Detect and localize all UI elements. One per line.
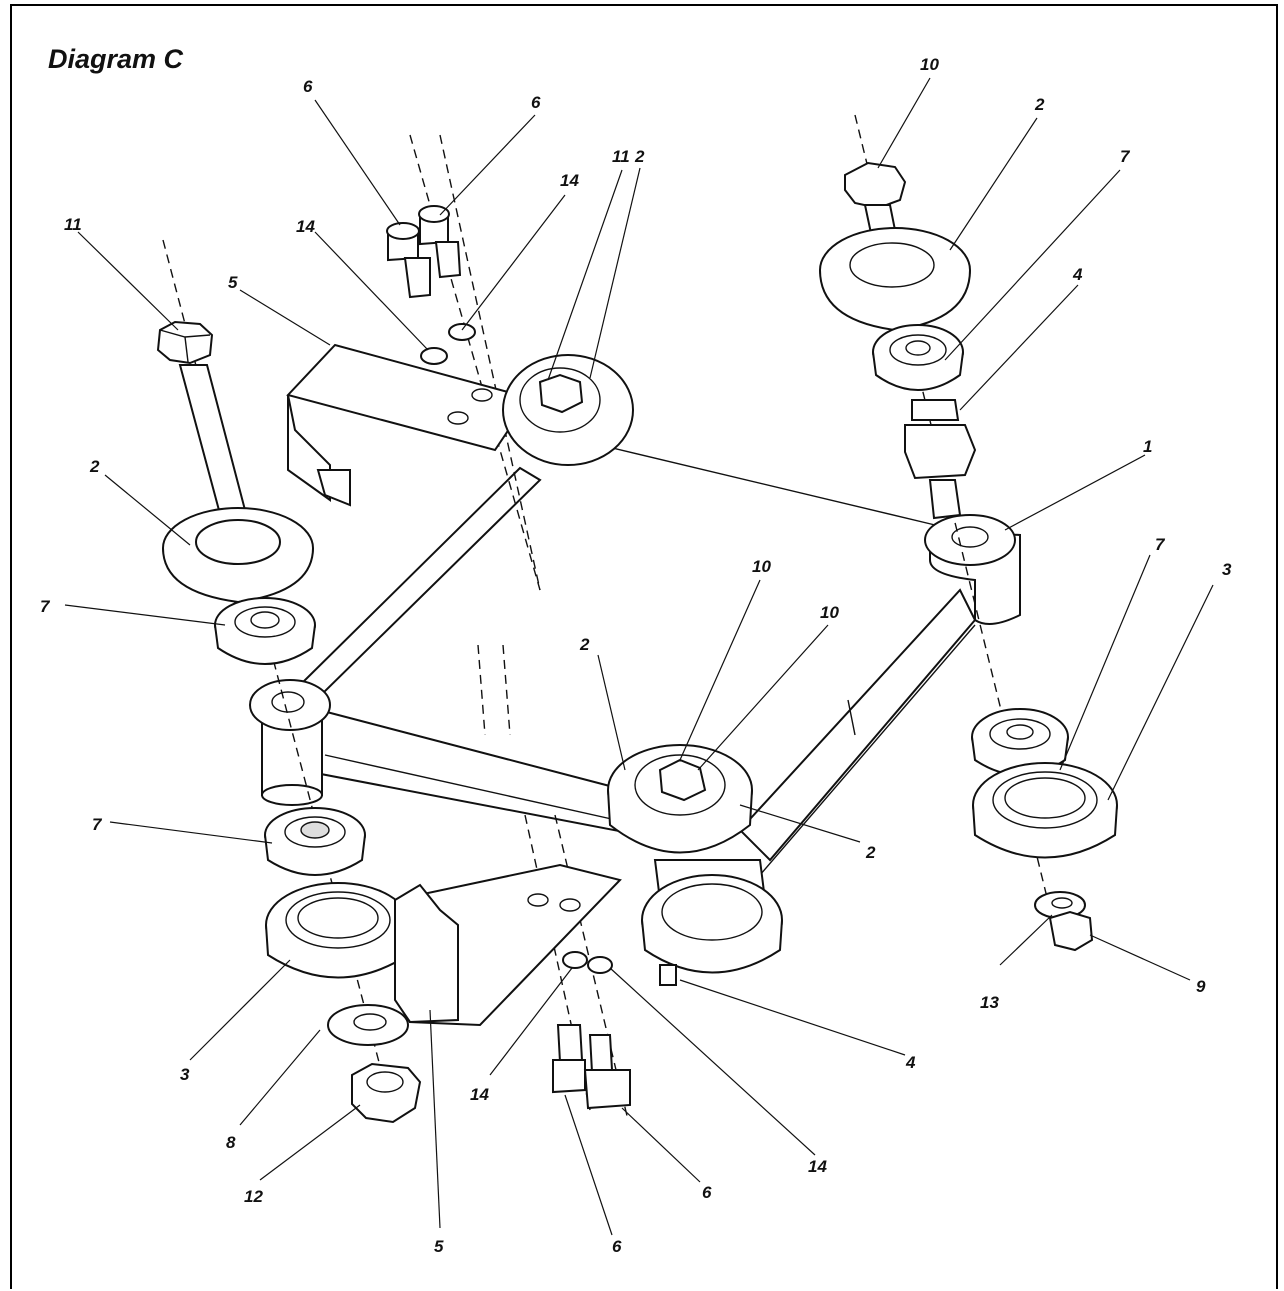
callout-7: 7	[40, 597, 51, 616]
callout-10: 10	[820, 603, 839, 622]
callout-11: 11	[64, 215, 82, 234]
callout-6: 6	[303, 77, 313, 96]
callout-numbers: 11 5 2 7 7 3 8 12 6 6 14 14 11 2 10 2 7 …	[40, 55, 1232, 1256]
callout-11: 11	[612, 147, 630, 166]
callout-2: 2	[579, 635, 590, 654]
callout-2: 2	[89, 457, 100, 476]
callout-10: 10	[920, 55, 939, 74]
callout-14: 14	[470, 1085, 489, 1104]
callout-13: 13	[980, 993, 999, 1012]
right-stack	[819, 161, 1118, 952]
upper-bracket	[286, 205, 634, 507]
callout-2: 2	[634, 147, 645, 166]
callout-4: 4	[1072, 265, 1083, 284]
left-stack	[156, 320, 422, 1124]
callout-3: 3	[1222, 560, 1232, 579]
callout-9: 9	[1196, 977, 1206, 996]
callout-2: 2	[865, 843, 876, 862]
center-roller	[607, 744, 783, 986]
callout-7: 7	[92, 815, 103, 834]
callout-10: 10	[752, 557, 771, 576]
callout-5: 5	[228, 273, 238, 292]
callout-7: 7	[1155, 535, 1166, 554]
callout-5: 5	[434, 1237, 444, 1256]
callout-8: 8	[226, 1133, 236, 1152]
callout-6: 6	[702, 1183, 712, 1202]
callout-6: 6	[531, 93, 541, 112]
callout-4: 4	[905, 1053, 916, 1072]
callout-1: 1	[1143, 437, 1152, 456]
callout-14: 14	[296, 217, 315, 236]
leader-lines	[64, 77, 1214, 1236]
callout-3: 3	[180, 1065, 190, 1084]
diagram-frame	[10, 4, 1278, 1289]
callout-12: 12	[244, 1187, 263, 1206]
carriage-frame	[249, 444, 1021, 876]
diagram-title: Diagram C	[48, 44, 184, 74]
callout-14: 14	[808, 1157, 827, 1176]
callout-6: 6	[612, 1237, 622, 1256]
callout-2: 2	[1034, 95, 1045, 114]
callout-14: 14	[560, 171, 579, 190]
lower-bracket	[393, 863, 631, 1110]
callout-7: 7	[1120, 147, 1131, 166]
